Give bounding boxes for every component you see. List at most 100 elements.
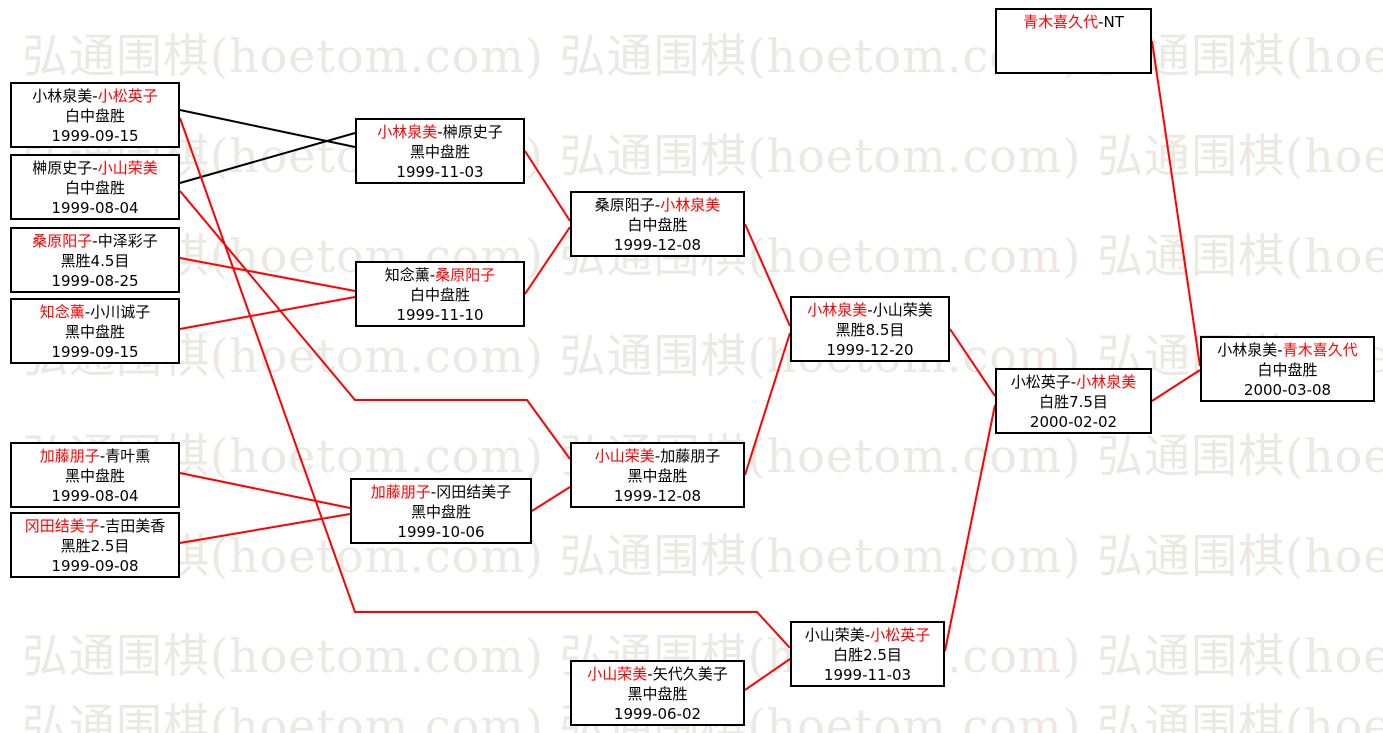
player1-name: 小林泉美 [1217,341,1278,359]
player1-name: 榊原史子 [32,159,93,177]
match-date: 1999-11-03 [823,666,912,684]
match-players: 小山荣美-小松英子 [792,625,943,645]
player2-name: 青叶熏 [105,447,151,465]
dash: - [99,517,106,535]
player2-name: 小松英子 [870,626,931,644]
player1-name: 小山荣美 [587,665,648,683]
match-result: 白中盘胜 [627,216,688,234]
match-players: 知念薰-小川诚子 [12,302,178,322]
match-card-3: 知念薰-小川诚子 黑中盘胜 1999-09-15 [10,298,180,364]
connector-line-m12-m14 [949,328,996,397]
player2-name: 加藤朋子 [660,447,721,465]
match-result: 白中盘胜 [64,107,125,125]
player1-name: 小山荣美 [804,626,865,644]
connector-line-m1-m6 [179,132,356,184]
connector-line-m1-m11 [179,190,571,460]
match-date: 1999-11-03 [396,163,484,181]
player1-name: 青木喜久代 [1023,13,1099,31]
player2-name: 小林泉美 [1076,373,1137,391]
connector-line-m0-m13 [179,117,791,649]
match-date: 1999-12-08 [613,487,702,505]
match-card-6: 小林泉美-榊原史子 黑中盘胜 1999-11-03 [355,118,525,184]
connector-line-m4-m8 [179,472,351,509]
player1-name: 冈田结美子 [24,517,100,535]
match-players: 冈田结美子-吉田美香 [12,516,178,536]
match-date: 1999-09-15 [51,127,139,145]
player1-name: 知念薰 [39,303,85,321]
connector-line-m9-m13 [744,658,791,691]
match-date: 1999-12-08 [613,236,702,254]
match-result: 黑中盘胜 [627,685,688,703]
connector-line-m2-m7 [179,257,356,292]
dash: - [437,123,443,141]
match-date: 1999-08-04 [51,487,139,505]
player2-name: 桑原阳子 [435,266,496,284]
dash: - [429,266,436,284]
match-card-8: 加藤朋子-冈田结美子 黑中盘胜 1999-10-06 [350,478,532,544]
match-result: 白胜7.5目 [1039,393,1108,411]
player2-name: 小山荣美 [97,159,158,177]
match-card-9: 小山荣美-矢代久美子 黑中盘胜 1999-06-02 [570,660,745,726]
match-date: 1999-09-08 [51,557,139,575]
match-result: 黑胜4.5目 [60,252,130,270]
connector-line-m3-m7 [179,296,356,330]
match-date: 1999-08-25 [51,272,139,290]
player1-name: 桑原阳子 [594,196,655,214]
dash: - [864,626,871,644]
match-card-2: 桑原阳子-中泽彩子 黑胜4.5目 1999-08-25 [10,227,180,293]
match-result: 黑胜2.5目 [60,537,130,555]
connector-line-m10-m12 [744,223,791,327]
connector-line-m5-m8 [179,513,351,544]
connector-line-m14-m16 [1151,369,1201,402]
player1-name: 小山荣美 [594,447,655,465]
match-result: 白胜2.5目 [833,646,902,664]
match-players: 榊原史子-小山荣美 [12,158,178,178]
match-result: 黑中盘胜 [410,503,471,521]
player2-name: 青木喜久代 [1282,341,1358,359]
match-players: 小林泉美-小松英子 [12,86,178,106]
dash: - [1098,13,1104,31]
match-card-0: 小林泉美-小松英子 白中盘胜 1999-09-15 [10,82,180,148]
player2-name: 小川诚子 [90,303,151,321]
player2-name: 吉田美香 [105,517,166,535]
connector-line-m6-m10 [524,150,571,222]
connector-line-m8-m11 [531,486,571,512]
match-card-13: 小山荣美-小松英子 白胜2.5目 1999-11-03 [790,621,945,687]
match-card-14: 小松英子-小林泉美 白胜7.5目 2000-02-02 [995,368,1152,434]
match-date: 1999-12-20 [826,341,914,359]
player2-name: 小山荣美 [872,301,933,319]
match-players: 桑原阳子-中泽彩子 [12,231,178,251]
match-date: 1999-08-04 [51,199,139,217]
match-result: 白中盘胜 [1257,361,1318,379]
match-result: 黑中盘胜 [64,323,125,341]
match-card-15: 青木喜久代-NT [995,8,1152,74]
dash: - [99,447,106,465]
match-players: 小松英子-小林泉美 [997,372,1150,392]
match-result: 白中盘胜 [409,286,470,304]
match-result: 黑中盘胜 [64,467,125,485]
connector-line-m13-m14 [944,404,996,652]
connector-line-m11-m12 [744,332,791,476]
match-result: 黑胜8.5目 [835,321,905,339]
match-date: 2000-03-08 [1243,381,1332,399]
match-card-5: 冈田结美子-吉田美香 黑胜2.5目 1999-09-08 [10,512,180,578]
match-players: 加藤朋子-青叶熏 [12,446,178,466]
match-players: 桑原阳子-小林泉美 [572,195,743,215]
match-players: 青木喜久代-NT [997,12,1150,32]
match-players: 小山荣美-加藤朋子 [572,446,743,466]
dash: - [92,159,98,177]
player1-name: 小松英子 [1010,373,1071,391]
player2-name: NT [1103,13,1124,31]
dash: - [654,196,661,214]
player2-name: 矢代久美子 [652,665,728,683]
connector-line-m15-m16 [1151,40,1201,367]
match-date: 1999-09-15 [51,343,139,361]
match-card-12: 小林泉美-小山荣美 黑胜8.5目 1999-12-20 [790,296,950,362]
match-card-10: 桑原阳子-小林泉美 白中盘胜 1999-12-08 [570,191,745,257]
match-players: 小林泉美-青木喜久代 [1202,340,1373,360]
match-date: 1999-11-10 [396,306,484,324]
dash: - [430,483,437,501]
match-date [997,52,1150,72]
